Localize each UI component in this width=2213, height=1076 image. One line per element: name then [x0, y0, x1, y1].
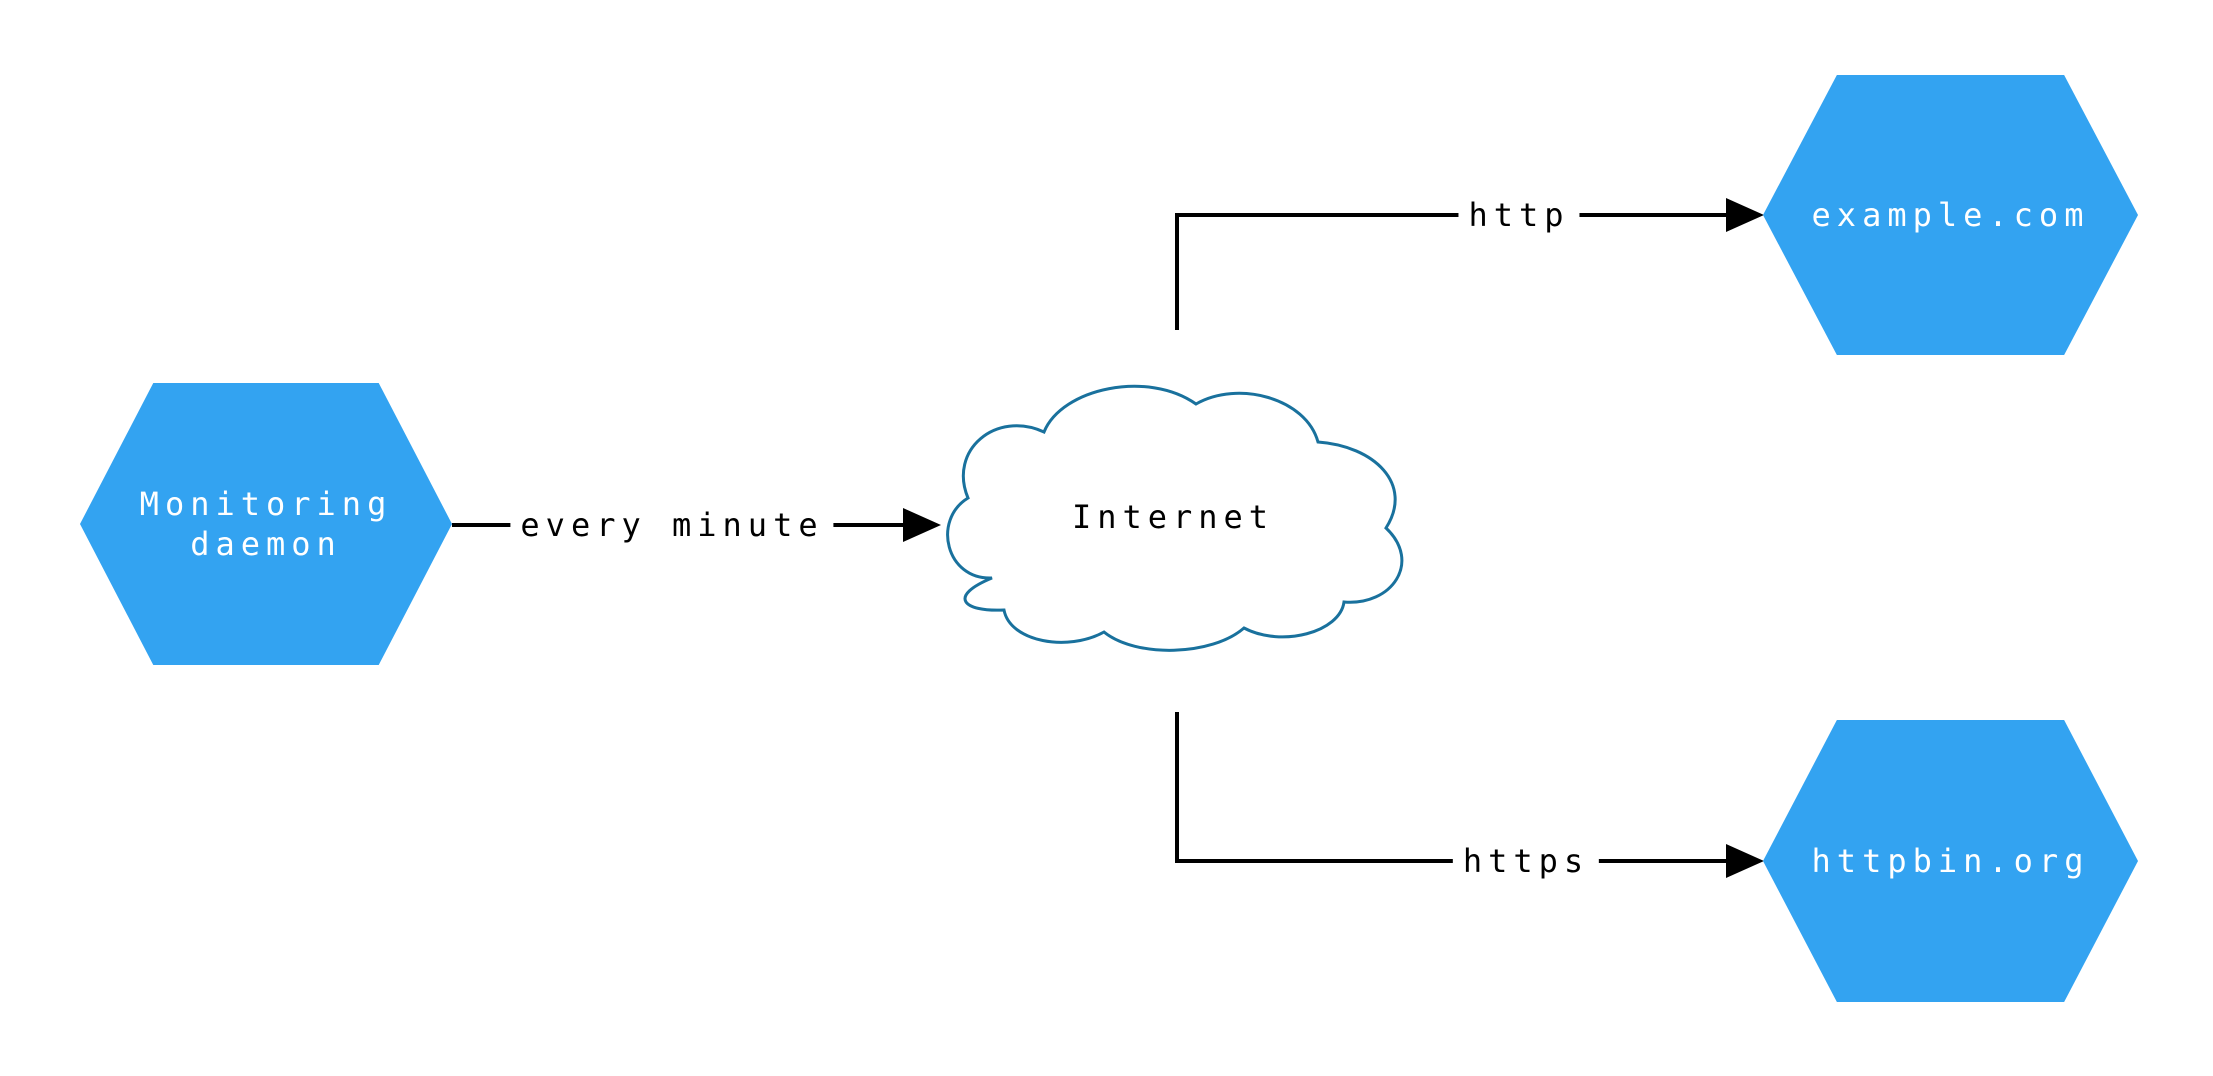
- edge-line-http: [1175, 213, 1726, 330]
- node-monitoring-daemon-label: Monitoring daemon: [139, 485, 393, 563]
- node-httpbin-org-label: httpbin.org: [1811, 842, 2090, 880]
- node-monitoring-daemon: Monitoring daemon: [80, 383, 452, 665]
- node-internet-label: Internet: [1071, 498, 1275, 536]
- edge-label-http: http: [1458, 194, 1580, 236]
- arrow-right-icon: [1726, 198, 1764, 232]
- cloud-shape: [946, 384, 1404, 652]
- arrow-right-icon: [1726, 844, 1764, 878]
- node-httpbin-org: httpbin.org: [1763, 720, 2138, 1002]
- edge-label-https: https: [1452, 840, 1600, 882]
- arrow-right-icon: [903, 508, 941, 542]
- node-example-com-label: example.com: [1811, 196, 2090, 234]
- edge-line-https: [1175, 712, 1726, 863]
- node-example-com: example.com: [1763, 75, 2138, 355]
- edge-label-every-minute: every minute: [510, 504, 834, 546]
